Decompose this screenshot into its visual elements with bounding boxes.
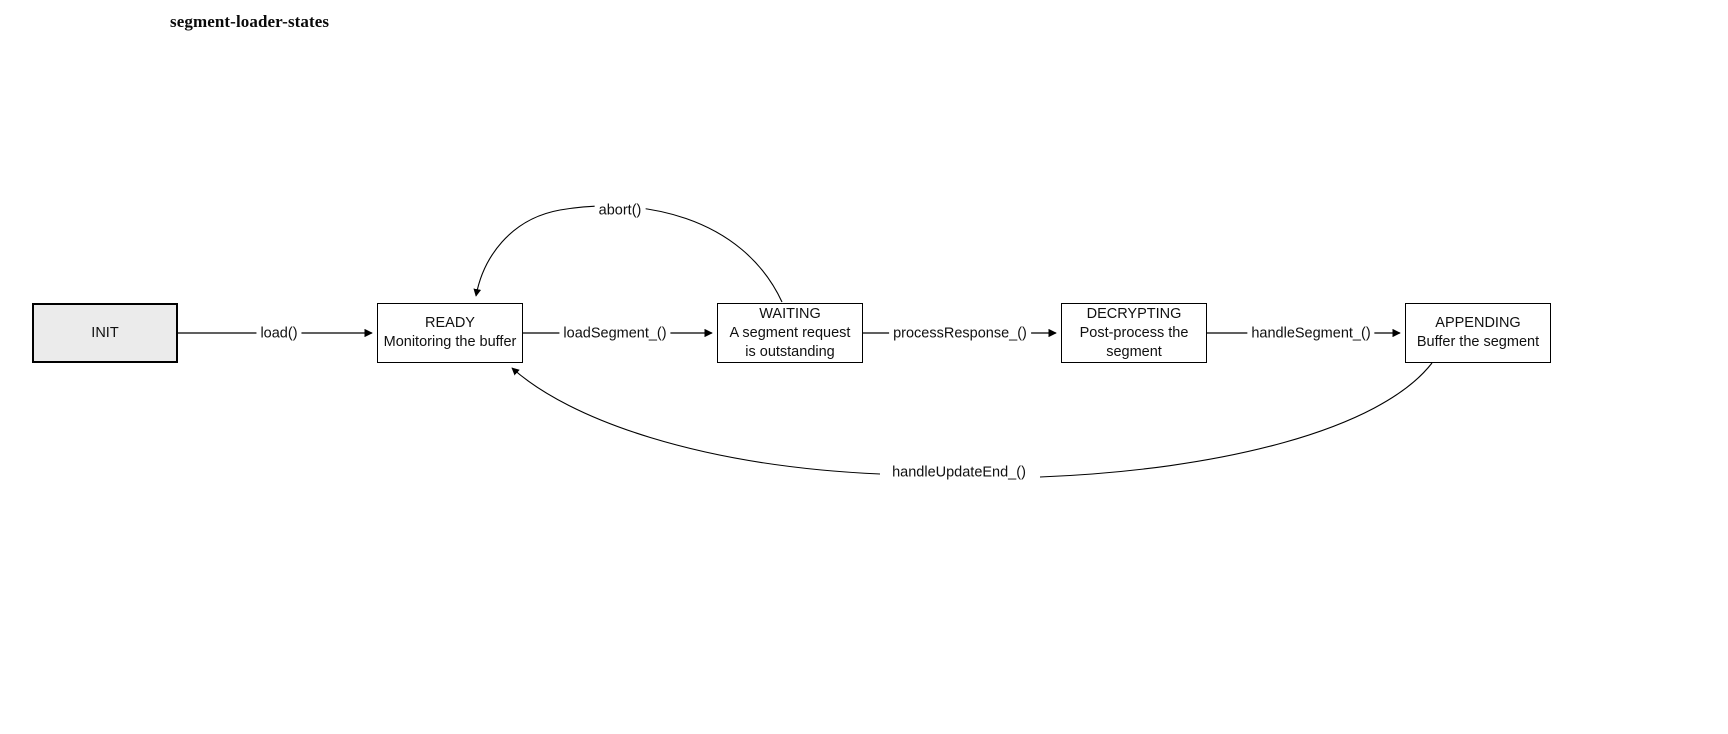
- state-node-decrypting-line-1: Post-process the: [1079, 324, 1189, 341]
- state-node-appending-line-1: Buffer the segment: [1416, 334, 1540, 350]
- edge-label-load: load(): [256, 325, 302, 343]
- edge-label-process-response: processResponse_(): [889, 325, 1031, 343]
- state-node-init[interactable]: INIT: [32, 303, 178, 363]
- state-node-ready-line-0: READY: [425, 315, 475, 331]
- edge-label-handle-segment: handleSegment_(): [1247, 325, 1375, 343]
- edge-label-abort: abort(): [594, 202, 646, 220]
- edge-appending-ready-update: [511, 362, 1433, 478]
- state-node-ready[interactable]: READY Monitoring the buffer: [377, 303, 523, 363]
- state-node-decrypting-line-2: segment: [1106, 343, 1162, 360]
- state-node-ready-line-1: Monitoring the buffer: [383, 334, 517, 350]
- state-node-waiting[interactable]: WAITING A segment request is outstanding: [717, 303, 863, 363]
- state-node-waiting-line-0: WAITING: [759, 305, 821, 322]
- state-node-decrypting[interactable]: DECRYPTING Post-process the segment: [1061, 303, 1207, 363]
- state-node-init-line-0: INIT: [91, 324, 119, 341]
- state-node-appending[interactable]: APPENDING Buffer the segment: [1405, 303, 1551, 363]
- edge-label-handle-update-end: handleUpdateEnd_(): [888, 464, 1030, 482]
- edge-waiting-ready-abort: [473, 205, 783, 303]
- state-node-decrypting-line-0: DECRYPTING: [1086, 305, 1182, 322]
- state-node-appending-line-0: APPENDING: [1435, 315, 1521, 331]
- page-title: segment-loader-states: [170, 12, 330, 31]
- edge-label-load-segment: loadSegment_(): [559, 325, 671, 343]
- state-node-waiting-line-2: is outstanding: [745, 343, 835, 360]
- state-node-waiting-line-1: A segment request: [729, 324, 851, 341]
